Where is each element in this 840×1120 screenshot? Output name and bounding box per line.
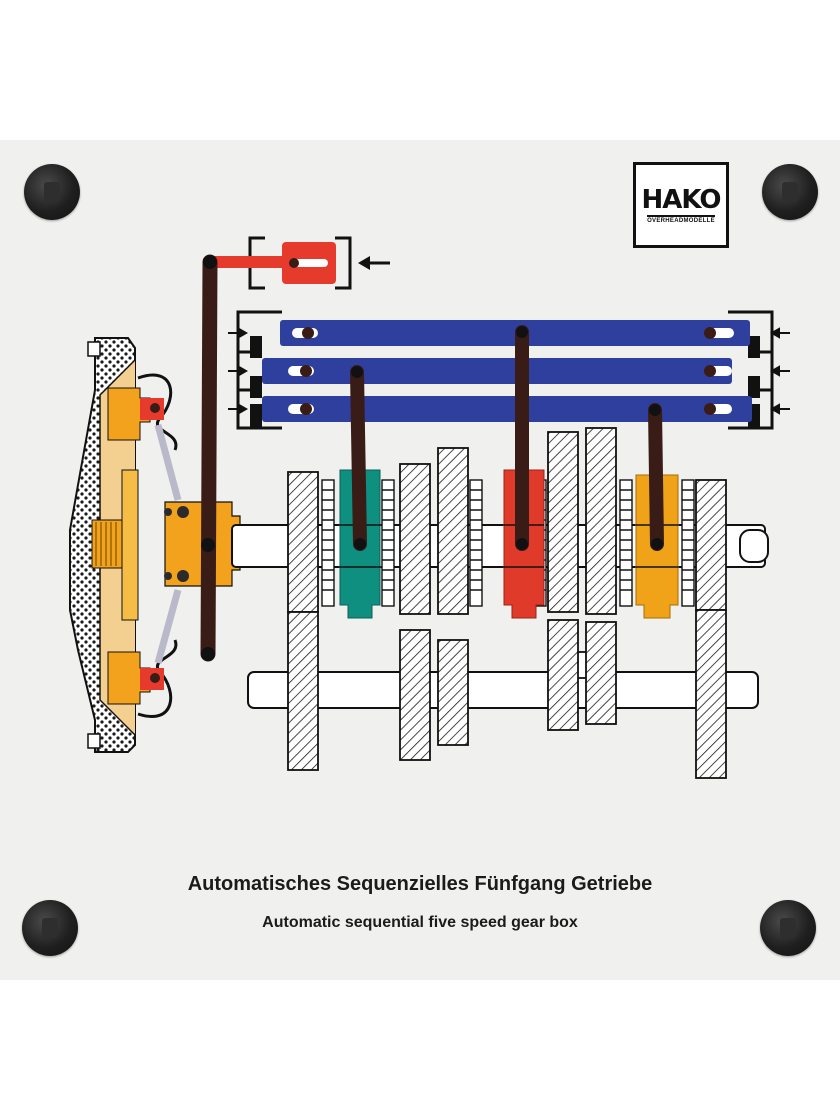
gear-1-main (287, 471, 319, 613)
pressure-arrow-icon (228, 327, 790, 415)
mounting-bolt-icon (762, 164, 818, 220)
synchro-teeth (322, 489, 694, 591)
clutch-disc-web (121, 469, 139, 621)
clutch-link-top (154, 424, 182, 501)
gear-set (287, 427, 727, 779)
gear-4-counter (547, 619, 579, 731)
pressure-plate-bottom (107, 651, 151, 705)
gear-2-main (399, 463, 431, 615)
gear-3-main (437, 447, 469, 615)
gear-6-counter (695, 609, 727, 779)
gearbox-diagram (69, 236, 790, 779)
selector-rail-middle (262, 358, 732, 384)
selector-rail-housing-walls (250, 336, 760, 428)
gear-3-counter (437, 639, 469, 746)
rail-pins (300, 327, 716, 415)
pressure-plate-top (107, 387, 151, 441)
mounting-bolt-icon (760, 900, 816, 956)
clutch-housing-cap-top (87, 341, 101, 357)
shift-fork-orange (648, 403, 664, 551)
logo-subtitle: OVERHEADMODELLE (647, 214, 715, 224)
title-german: Automatisches Sequenzielles Fünfgang Get… (187, 873, 653, 895)
gear-2-counter (399, 629, 431, 761)
selector-rail-bottom (262, 396, 752, 422)
diagram-board: HAKO OVERHEADMODELLE Automatisches Seque… (0, 140, 840, 980)
gear-1-counter (287, 611, 319, 771)
gear-5-main (585, 427, 617, 615)
title-english: Automatic sequential five speed gear box (262, 914, 578, 931)
mounting-bolt-icon (24, 164, 80, 220)
mounting-bolt-icon (22, 900, 78, 956)
clutch-hub-splines (95, 522, 117, 566)
countershaft (247, 671, 759, 709)
clutch-housing-cap-bottom (87, 733, 101, 749)
clutch-hub (91, 519, 123, 569)
gear-5-counter (585, 621, 617, 725)
clutch-release-lever (200, 254, 218, 662)
input-shaft-stub (739, 529, 769, 563)
shift-fork-green (350, 365, 367, 551)
logo-word: HAKO (641, 184, 722, 215)
shift-forks (350, 325, 664, 551)
gear-4-main (547, 431, 579, 613)
gear-6-main (695, 479, 727, 611)
hako-logo: HAKO OVERHEADMODELLE (633, 162, 729, 248)
clutch-link-bottom (154, 589, 182, 664)
actuator-arrow-icon (358, 256, 390, 270)
